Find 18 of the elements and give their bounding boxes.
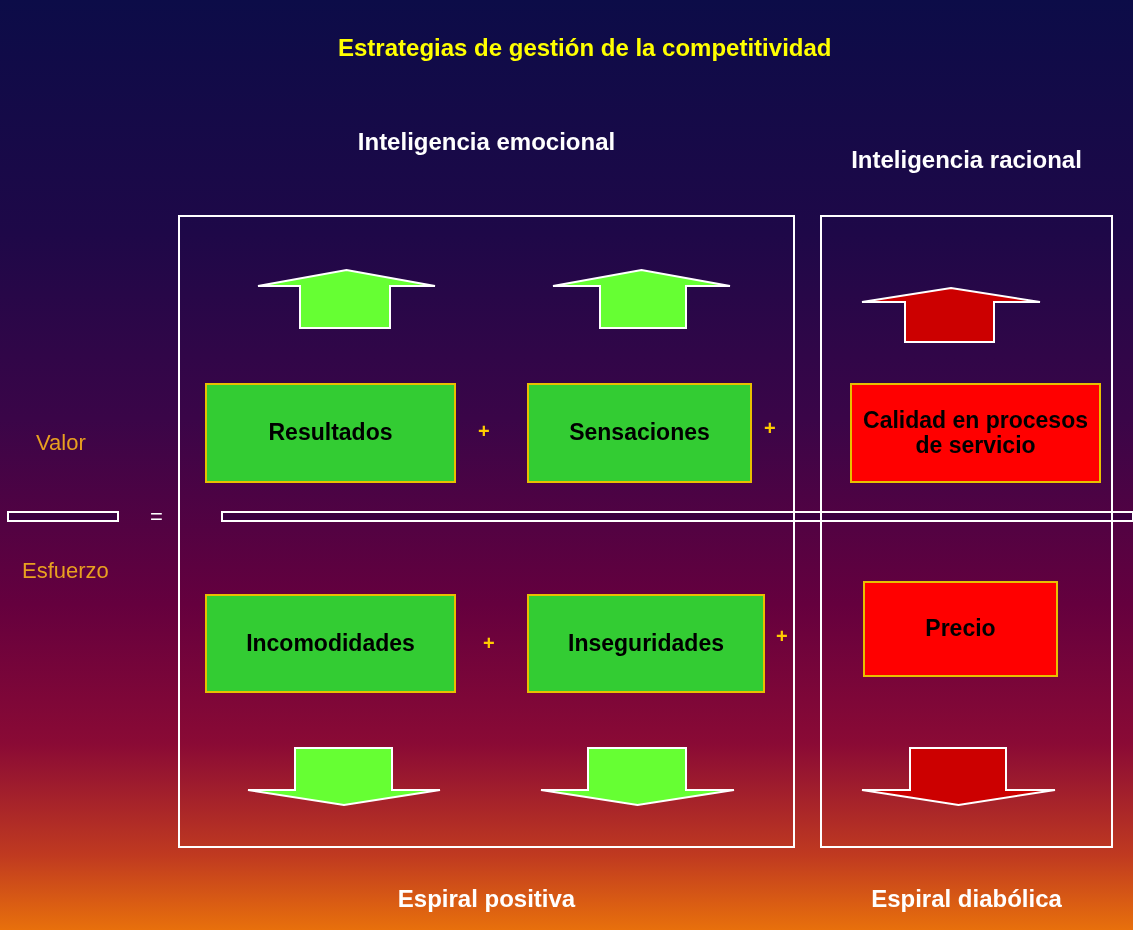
plus-sign: + (478, 420, 490, 443)
factor-box: Resultados (205, 383, 456, 483)
panel-caption: Espiral diabólica (870, 885, 1063, 913)
factor-box: Sensaciones (527, 383, 752, 483)
factor-box: Calidad en procesos de servicio (850, 383, 1101, 483)
factor-box: Precio (863, 581, 1058, 677)
equals-sign: = (150, 504, 163, 530)
axis-label: Valor (36, 430, 86, 456)
factor-box: Inseguridades (527, 594, 765, 693)
factor-box: Incomodidades (205, 594, 456, 693)
plus-sign: + (776, 625, 788, 648)
plus-sign: + (483, 632, 495, 655)
axis-label: Esfuerzo (22, 558, 109, 584)
panel-caption: Espiral positiva (396, 885, 577, 913)
panel-heading: Inteligencia racional (850, 146, 1083, 174)
title: Estrategias de gestión de la competitividad (338, 34, 832, 62)
plus-sign: + (764, 417, 776, 440)
panel-heading: Inteligencia emocional (356, 128, 617, 156)
